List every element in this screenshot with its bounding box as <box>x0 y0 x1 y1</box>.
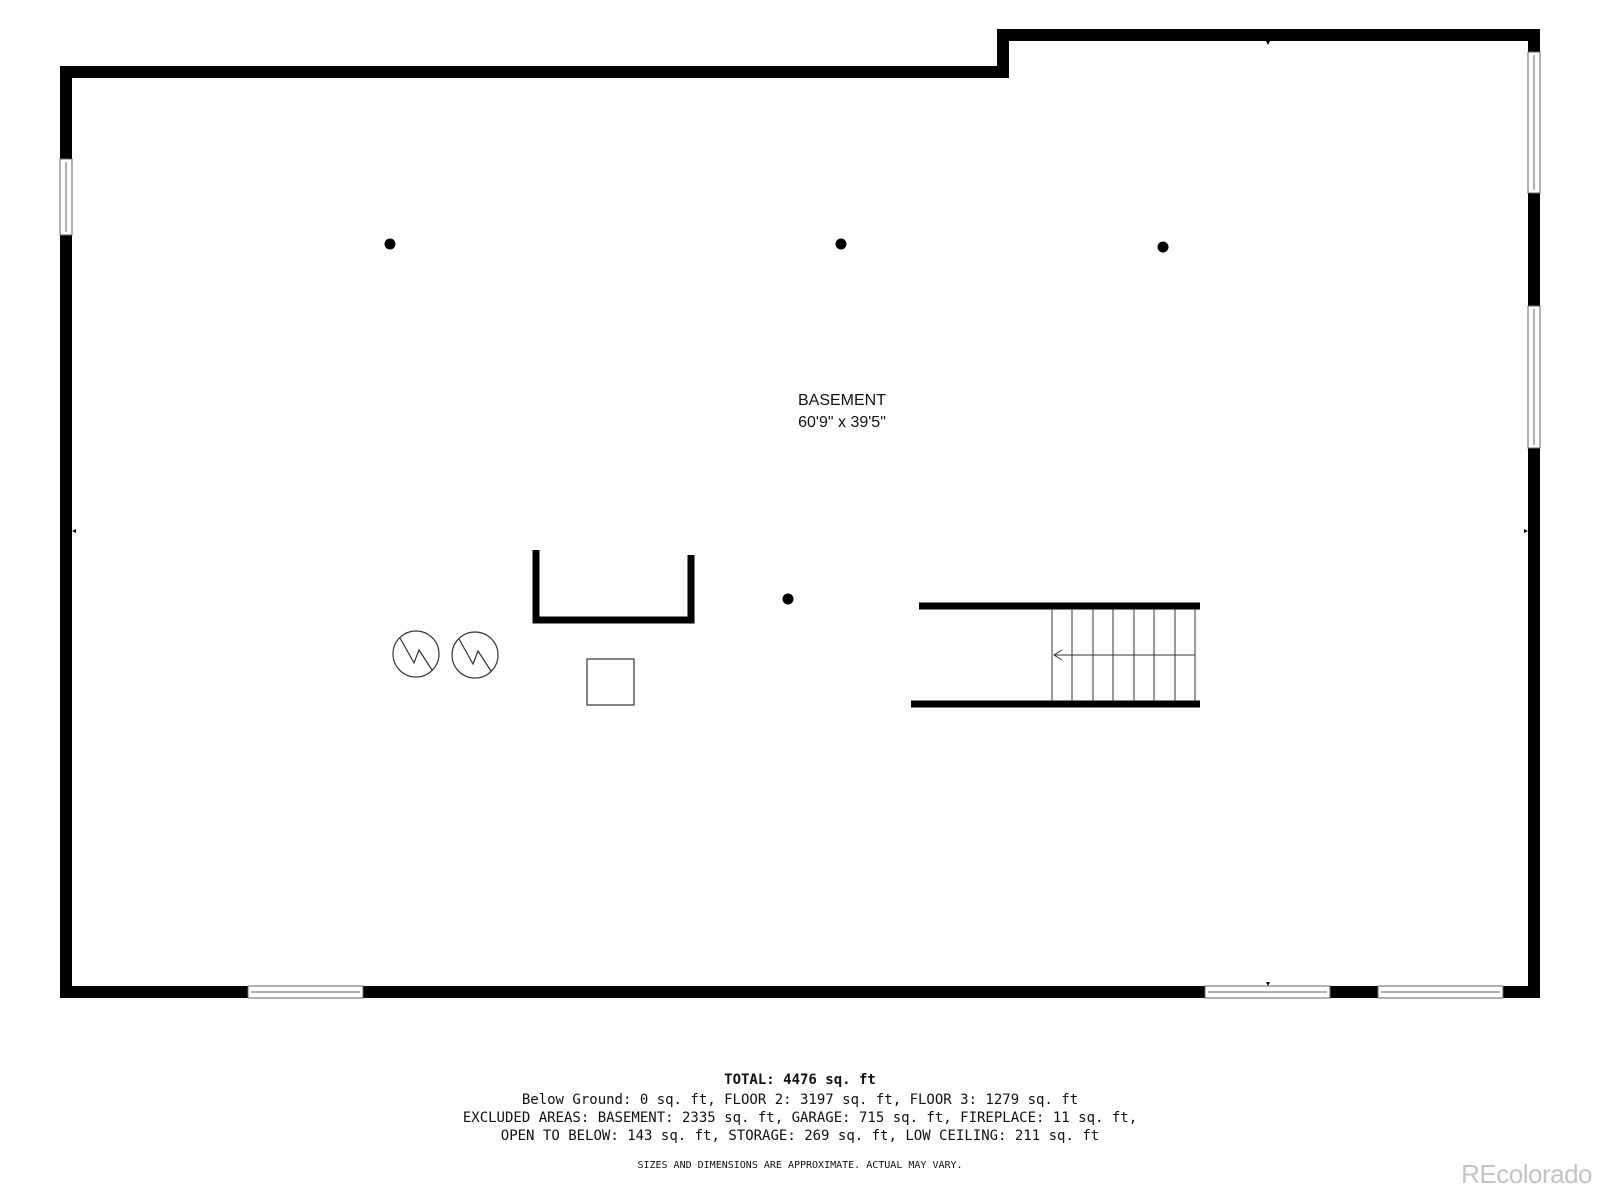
room-name: BASEMENT <box>798 392 886 409</box>
windows <box>59 51 1541 999</box>
partition-wall <box>532 550 695 624</box>
summary-total: TOTAL: 4476 sq. ft <box>724 1072 876 1088</box>
utility-fixture <box>586 658 635 706</box>
dimension-markers <box>72 41 1528 986</box>
support-columns <box>384 238 1169 605</box>
summary-line-3: OPEN TO BELOW: 143 sq. ft, STORAGE: 269 … <box>500 1128 1100 1144</box>
support-column-icon <box>782 593 794 605</box>
staircase <box>911 602 1200 708</box>
stairs-arrow-icon <box>1053 649 1063 661</box>
water-heater-icon <box>392 630 440 678</box>
support-column-icon <box>384 238 396 250</box>
water-heater-icon <box>451 631 499 679</box>
brand-watermark: REcolorado <box>1461 1159 1592 1189</box>
exterior-wall <box>60 29 1540 998</box>
summary-line-2: EXCLUDED AREAS: BASEMENT: 2335 sq. ft, G… <box>462 1110 1138 1126</box>
room-dimensions: 60'9" x 39'5" <box>798 414 886 431</box>
summary-line-1: Below Ground: 0 sq. ft, FLOOR 2: 3197 sq… <box>521 1092 1079 1108</box>
support-column-icon <box>1157 241 1169 253</box>
disclaimer: SIZES AND DIMENSIONS ARE APPROXIMATE. AC… <box>637 1160 963 1171</box>
support-column-icon <box>835 238 847 250</box>
